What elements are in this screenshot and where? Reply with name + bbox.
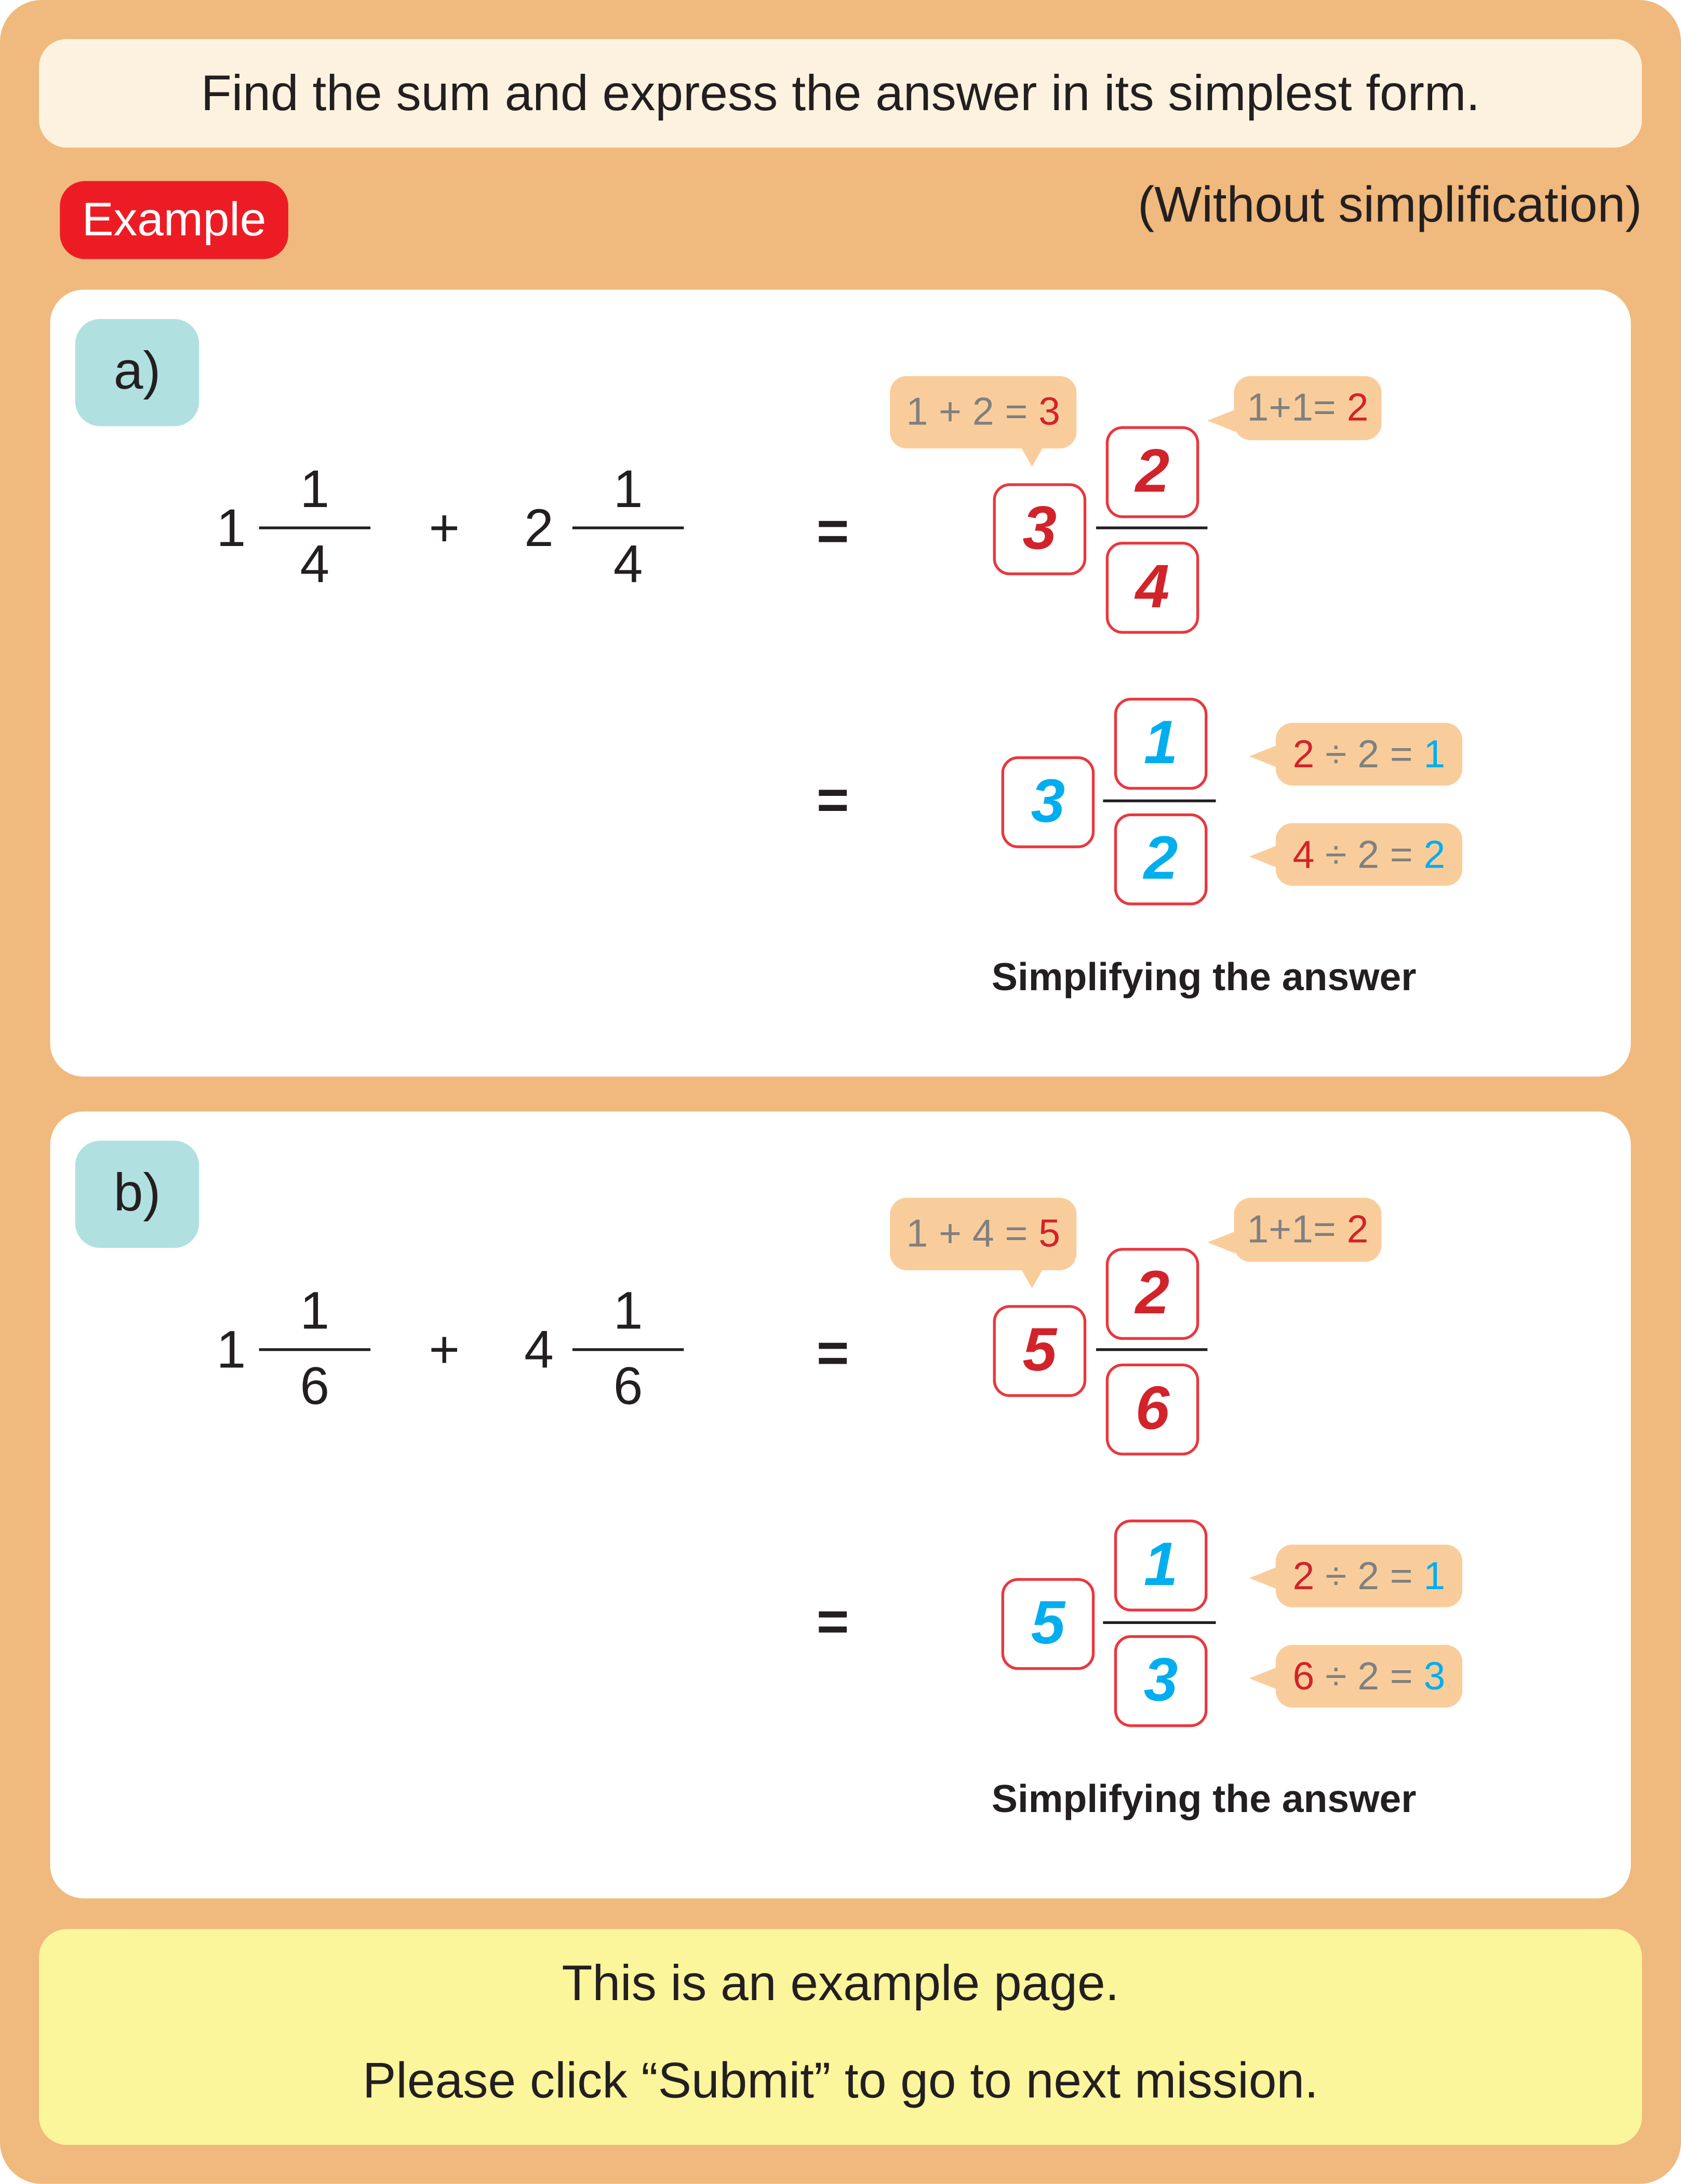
- answer-fraction-bar: [1096, 1348, 1208, 1351]
- whole-number-2: 2: [524, 500, 554, 559]
- hint-result: 5: [1038, 1211, 1060, 1255]
- hint-bubble-simplify-denominator: 4 ÷ 2 = 2: [1275, 823, 1463, 886]
- hint-bubble-simplify-numerator: 2 ÷ 2 = 1: [1275, 723, 1463, 786]
- hint-expression: 1 + 4 =: [906, 1211, 1039, 1255]
- simplifying-caption: Simplifying the answer: [991, 955, 1417, 999]
- numerator-1: 1: [300, 461, 330, 520]
- simplified-fraction-bar: [1103, 799, 1216, 803]
- simplified-numerator-box[interactable]: 1: [1114, 698, 1208, 790]
- fraction-bar-1: [259, 1348, 371, 1351]
- plus-sign: +: [429, 1322, 460, 1380]
- plus-sign: +: [429, 500, 460, 559]
- bubble-tail: [1249, 845, 1277, 868]
- numerator-1: 1: [300, 1283, 330, 1341]
- hint-operation: ÷ 2 =: [1314, 1655, 1424, 1698]
- simplified-fraction-bar: [1103, 1621, 1216, 1624]
- answer-fraction-bar: [1096, 526, 1208, 529]
- whole-number-2: 4: [524, 1322, 554, 1380]
- hint-expression: 1 + 2 =: [906, 390, 1039, 433]
- simplified-denominator-box[interactable]: 3: [1114, 1635, 1208, 1727]
- hint-bubble-whole: 1 + 2 = 3: [890, 376, 1077, 449]
- equals-sign-2: =: [816, 770, 849, 832]
- fraction-bar-2: [572, 1348, 684, 1351]
- footer-line-2: Please click “Submit” to go to next miss…: [363, 2052, 1318, 2109]
- equals-sign-2: =: [816, 1592, 849, 1654]
- denominator-2: 4: [613, 536, 643, 595]
- hint-dividend: 2: [1292, 1554, 1315, 1598]
- hint-quotient: 3: [1423, 1655, 1446, 1698]
- whole-number-1: 1: [216, 500, 246, 559]
- hint-quotient: 1: [1423, 733, 1446, 776]
- hint-bubble-numerator: 1+1= 2: [1234, 376, 1382, 441]
- example-badge: Example: [60, 181, 288, 259]
- bubble-tail: [1249, 745, 1277, 768]
- denominator-2: 6: [613, 1357, 643, 1417]
- hint-quotient: 1: [1423, 1554, 1446, 1598]
- hint-bubble-simplify-numerator: 2 ÷ 2 = 1: [1275, 1544, 1463, 1607]
- answer-denominator-box[interactable]: 6: [1105, 1363, 1199, 1456]
- answer-numerator-box[interactable]: 2: [1105, 1248, 1199, 1340]
- hint-result: 2: [1346, 1207, 1369, 1251]
- simplified-whole-box[interactable]: 5: [1001, 1578, 1095, 1670]
- hint-bubble-whole: 1 + 4 = 5: [890, 1197, 1077, 1271]
- hint-dividend: 6: [1292, 1655, 1315, 1698]
- hint-result: 3: [1038, 390, 1060, 433]
- part-label: b): [75, 1140, 199, 1248]
- bubble-tail: [1207, 409, 1236, 432]
- simplified-numerator-box[interactable]: 1: [1114, 1519, 1208, 1612]
- hint-dividend: 2: [1292, 733, 1315, 776]
- part-label: a): [75, 318, 199, 427]
- answer-numerator-box[interactable]: 2: [1105, 426, 1199, 518]
- simplifying-caption: Simplifying the answer: [991, 1777, 1417, 1821]
- fraction-bar-2: [572, 526, 684, 529]
- hint-operation: ÷ 2 =: [1314, 733, 1424, 776]
- bubble-tail: [1207, 1231, 1236, 1254]
- hint-dividend: 4: [1292, 833, 1315, 876]
- hint-operation: ÷ 2 =: [1314, 833, 1424, 876]
- hint-expression: 1+1=: [1247, 1207, 1347, 1251]
- hint-result: 2: [1346, 385, 1369, 429]
- footer-notice: This is an example page. Please click “S…: [39, 1929, 1642, 2145]
- bubble-tail: [1249, 1567, 1277, 1590]
- answer-whole-box[interactable]: 3: [993, 483, 1087, 576]
- instruction-overlay-text: (Without simplification): [1138, 175, 1642, 233]
- simplified-whole-box[interactable]: 3: [1001, 756, 1095, 848]
- hint-operation: ÷ 2 =: [1314, 1554, 1424, 1598]
- numerator-2: 1: [613, 461, 643, 520]
- denominator-1: 6: [300, 1357, 330, 1417]
- equals-sign-1: =: [816, 1323, 849, 1384]
- whole-number-1: 1: [216, 1322, 246, 1380]
- footer-line-1: This is an example page.: [562, 1954, 1119, 2012]
- answer-denominator-box[interactable]: 4: [1105, 541, 1199, 634]
- hint-quotient: 2: [1423, 833, 1446, 876]
- numerator-2: 1: [613, 1283, 643, 1341]
- fraction-bar-1: [259, 526, 371, 529]
- bubble-tail: [1249, 1667, 1277, 1690]
- hint-expression: 1+1=: [1247, 385, 1347, 429]
- equals-sign-1: =: [816, 501, 849, 563]
- answer-whole-box[interactable]: 5: [993, 1305, 1087, 1397]
- simplified-denominator-box[interactable]: 2: [1114, 813, 1208, 905]
- instruction-text: Find the sum and express the answer in i…: [201, 64, 1480, 122]
- bubble-tail: [1021, 447, 1044, 467]
- hint-bubble-numerator: 1+1= 2: [1234, 1197, 1382, 1262]
- instruction-banner: Find the sum and express the answer in i…: [39, 39, 1642, 148]
- hint-bubble-simplify-denominator: 6 ÷ 2 = 3: [1275, 1645, 1463, 1708]
- bubble-tail: [1021, 1269, 1044, 1288]
- denominator-1: 4: [300, 536, 330, 595]
